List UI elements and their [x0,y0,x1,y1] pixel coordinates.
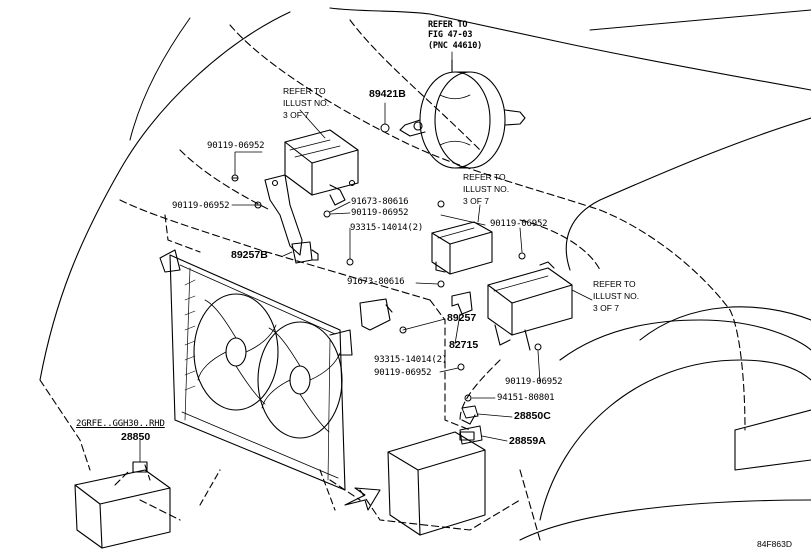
refer-illust-top-line-3: 3 OF 7 [283,110,309,120]
dashed-outlines [39,19,746,541]
vehicle-body-outline [39,7,811,541]
refer-fig-line-2: FIG 47-03 [428,30,473,40]
refer-illust-top-line-2: ILLUST NO. [283,98,330,108]
radiator-fan-drawing [159,249,353,511]
part-label-28859a[interactable]: 28859A [509,435,546,447]
part-label-89257b[interactable]: 89257B [231,249,268,261]
relay-box-right-drawing [487,261,573,351]
sensor-89257-drawing [359,298,393,331]
bracket-82715-drawing [451,291,473,315]
battery-left-drawing [74,461,171,549]
sensor-89257b-drawing [291,241,319,264]
part-label-82715[interactable]: 82715 [449,339,479,351]
refer-fig-line-1: REFER TO [428,20,468,30]
relay-box-upper-drawing [264,129,359,256]
part-label-89257[interactable]: 89257 [447,312,477,324]
brake-booster-drawing [399,59,526,169]
refer-illust-mid-line-3: 3 OF 7 [463,196,489,206]
variant-note: 2GRFE..GGH30..RHD [76,419,165,429]
part-label-93315-14014-b[interactable]: 93315-14014(2) [374,355,448,365]
part-label-93315-14014-a[interactable]: 93315-14014(2) [350,223,424,233]
part-label-94151-80801[interactable]: 94151-80801 [497,393,555,403]
part-label-90119-06952-c[interactable]: 90119-06952 [351,208,409,218]
part-label-90119-06952-f[interactable]: 90119-06952 [505,377,563,387]
part-label-90119-06952-d[interactable]: 90119-06952 [490,219,548,229]
refer-illust-right-line-1: REFER TO [593,279,636,289]
part-label-89421b[interactable]: 89421B [369,88,406,100]
refer-fig-line-3: (PNC 44610) [428,41,483,51]
diagram-code: 84F863D [757,539,792,549]
direction-arrow [344,487,381,511]
refer-illust-top-line-1: REFER TO [283,86,326,96]
part-label-91673-80616-b[interactable]: 91673-80616 [347,277,405,287]
refer-illust-right-line-3: 3 OF 7 [593,303,619,313]
part-label-28850[interactable]: 28850 [121,431,151,443]
part-label-91673-80616-a[interactable]: 91673-80616 [351,197,409,207]
battery-center-drawing [387,414,486,536]
refer-illust-right-line-2: ILLUST NO. [593,291,640,301]
refer-illust-mid-line-2: ILLUST NO. [463,184,510,194]
fastener-markers [231,123,542,445]
fuse-box-center-drawing [431,221,493,275]
leader-lines [139,51,593,463]
refer-illust-mid-line-1: REFER TO [463,172,506,182]
part-label-90119-06952-e[interactable]: 90119-06952 [374,368,432,378]
part-label-90119-06952-a[interactable]: 90119-06952 [207,141,265,151]
part-label-90119-06952-b[interactable]: 90119-06952 [172,201,230,211]
part-label-28850c[interactable]: 28850C [514,410,551,422]
